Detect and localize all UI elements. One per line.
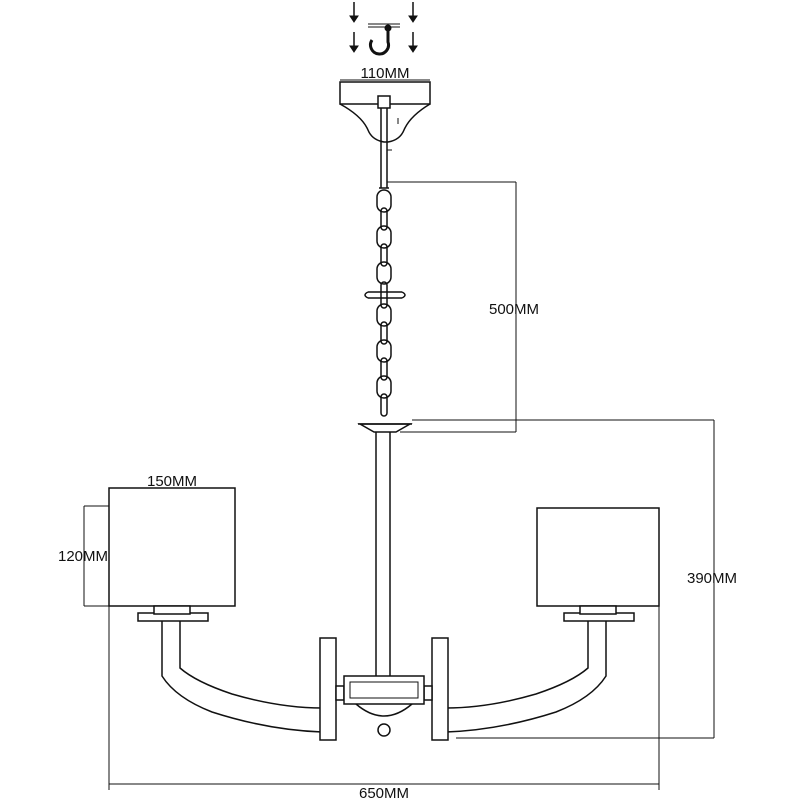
chain-upper bbox=[376, 189, 392, 285]
shade-width-dimension: 150MM bbox=[109, 473, 235, 490]
canopy-width-dimension: 110MM bbox=[340, 65, 430, 82]
chain-length-label: 500MM bbox=[489, 301, 539, 318]
top-plate bbox=[357, 423, 413, 433]
body-height-label: 390MM bbox=[687, 570, 737, 587]
overall-width-label: 650MM bbox=[359, 785, 409, 800]
mounting-hardware bbox=[349, 2, 418, 56]
center-rod bbox=[375, 432, 391, 676]
chain-length-dimension: 500MM bbox=[392, 181, 539, 433]
canopy-width-label: 110MM bbox=[361, 65, 410, 82]
shade-height-dimension: 120MM bbox=[58, 505, 109, 607]
hook-icon bbox=[368, 23, 400, 56]
screw-icon bbox=[408, 32, 418, 53]
left-lamp-shade bbox=[108, 487, 236, 607]
upper-rod bbox=[379, 108, 394, 189]
right-arm bbox=[431, 605, 635, 741]
center-hub bbox=[335, 675, 433, 737]
ceiling-canopy bbox=[339, 81, 431, 143]
shade-height-label: 120MM bbox=[58, 548, 108, 565]
right-lamp-shade bbox=[536, 507, 660, 607]
left-arm bbox=[137, 605, 337, 741]
body-height-dimension: 390MM bbox=[412, 419, 737, 739]
chain-lower bbox=[376, 303, 392, 417]
overall-width-dimension: 650MM bbox=[108, 488, 660, 802]
screw-icon bbox=[349, 2, 359, 23]
shade-width-label: 150MM bbox=[147, 473, 197, 490]
screw-icon bbox=[349, 32, 359, 53]
screw-icon bbox=[408, 2, 418, 23]
chain-clip bbox=[364, 281, 406, 309]
